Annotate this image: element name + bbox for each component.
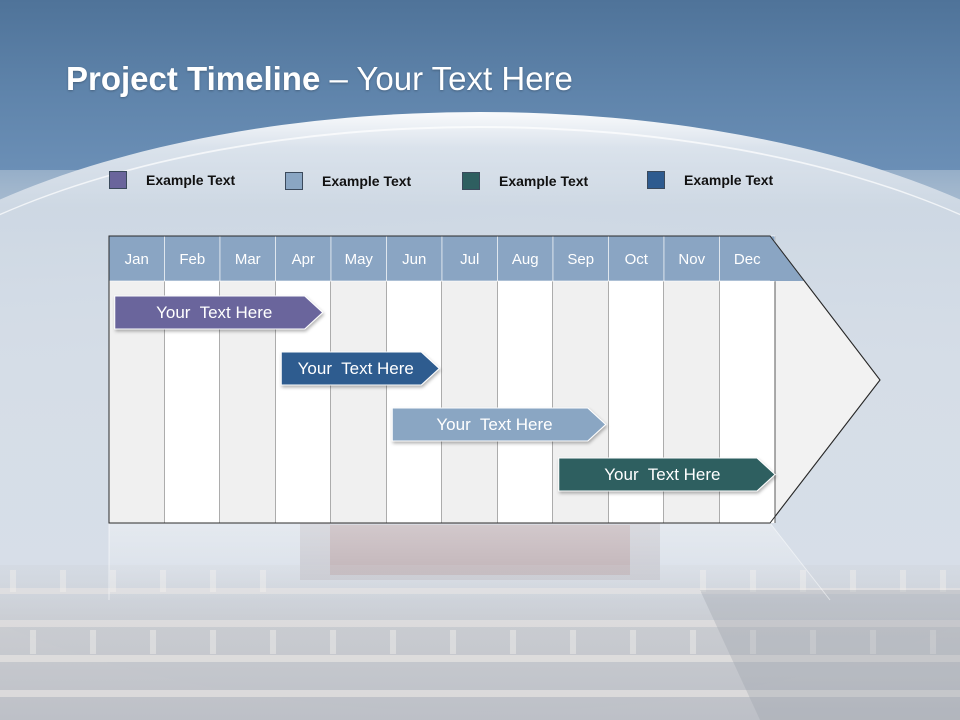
legend-item-4: Example Text — [647, 170, 773, 190]
task-bar-3[interactable]: Your Text Here — [391, 407, 607, 442]
page-title: Project Timeline – Your Text Here — [66, 60, 573, 98]
legend-item-3: Example Text — [462, 171, 588, 191]
task-bar-label: Your Text Here — [604, 465, 720, 484]
month-header-cell-dec — [719, 235, 776, 282]
month-label-feb: Feb — [179, 251, 205, 268]
task-bar-shape[interactable] — [280, 351, 440, 386]
month-label-sep: Sep — [567, 251, 594, 268]
task-bar-1[interactable]: Your Text Here — [114, 295, 324, 330]
month-label-dec: Dec — [734, 251, 761, 268]
month-label-oct: Oct — [625, 251, 649, 268]
month-column-jun — [386, 281, 442, 523]
month-column-jul — [442, 281, 498, 523]
task-bar-label: Your Text Here — [298, 359, 414, 378]
month-header: Jan Feb Mar Apr May Jun Jul Aug Sep Oct Nov Dec — [108, 235, 776, 282]
task-bar-label: Your Text Here — [156, 303, 272, 322]
legend-label-1: Example Text — [146, 172, 236, 188]
background-swoosh-line — [0, 126, 960, 720]
month-label-mar: Mar — [235, 251, 261, 268]
task-bar-2[interactable]: Your Text Here — [280, 351, 440, 386]
legend-swatch-4 — [647, 171, 665, 189]
timeline-reflection — [108, 522, 831, 601]
month-label-aug: Aug — [512, 251, 539, 268]
month-header-cell-aug — [497, 235, 554, 282]
task-bar-shape[interactable] — [391, 407, 607, 442]
month-header-cell-jun — [386, 235, 443, 282]
task-bar-4[interactable]: Your Text Here — [558, 457, 776, 492]
arrow-outline — [108, 235, 881, 524]
month-label-jul: Jul — [460, 251, 479, 268]
legend-label-4: Example Text — [684, 172, 774, 188]
month-label-apr: Apr — [292, 251, 315, 268]
month-column-aug — [497, 281, 553, 523]
title-bold: Project Timeline — [66, 60, 321, 97]
month-label-may: May — [345, 251, 374, 268]
month-header-cell-nov — [663, 235, 720, 282]
month-label-jan: Jan — [125, 251, 149, 268]
month-header-cell-apr — [275, 235, 332, 282]
month-header-cell-jan — [108, 235, 165, 282]
legend-swatch-3 — [462, 172, 480, 190]
task-bar-shape[interactable] — [558, 457, 776, 492]
task-bar-shape[interactable] — [114, 295, 324, 330]
legend-swatch-2 — [285, 172, 303, 190]
legend-swatch-1 — [109, 171, 127, 189]
month-header-cell-may — [330, 235, 387, 282]
month-header-cell-oct — [608, 235, 665, 282]
month-label-jun: Jun — [402, 251, 426, 268]
legend-label-3: Example Text — [499, 173, 589, 189]
month-column-may — [331, 281, 387, 523]
legend-label-2: Example Text — [322, 173, 412, 189]
legend-item-1: Example Text — [109, 170, 235, 190]
month-label-nov: Nov — [678, 251, 705, 268]
legend-item-2: Example Text — [285, 171, 411, 191]
title-rest: – Your Text Here — [320, 60, 573, 97]
task-bar-label: Your Text Here — [436, 415, 552, 434]
